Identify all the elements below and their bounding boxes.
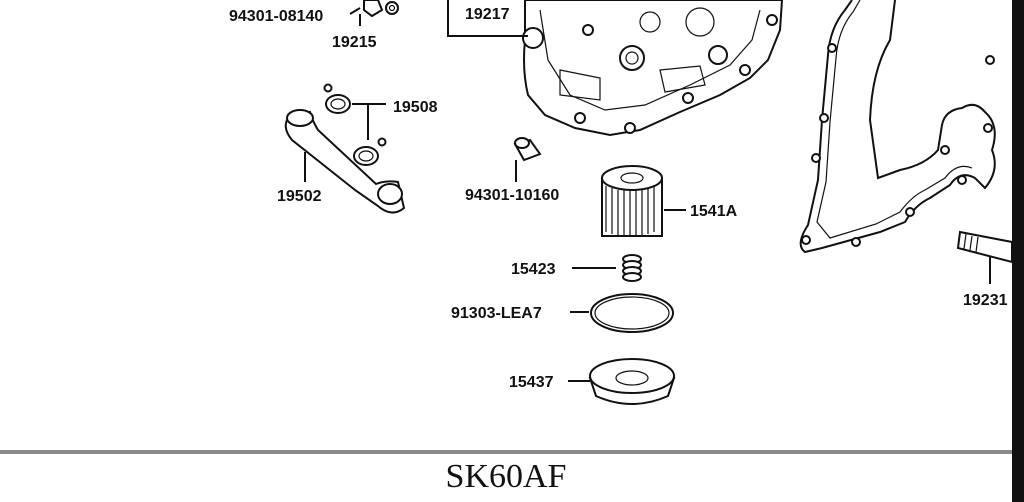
- clamp-19508-drawing: [323, 83, 387, 166]
- hose-19502-drawing: [284, 109, 406, 214]
- label-19502: 19502: [277, 188, 322, 205]
- label-15437: 15437: [509, 374, 554, 391]
- label-91303-LEA7: 91303-LEA7: [451, 305, 542, 322]
- spring-drawing: [572, 254, 642, 282]
- crankcase-cover-drawing: [522, 0, 784, 137]
- label-1541A: 1541A: [690, 203, 738, 220]
- right-edge-bar: [1012, 0, 1024, 502]
- dowel-pin-drawing: [513, 137, 542, 182]
- label-19231: 19231: [963, 292, 1008, 309]
- gasket-drawing: [799, 0, 996, 254]
- label-94301-08140: 94301-08140: [229, 8, 323, 25]
- filter-cap-drawing: [568, 358, 676, 405]
- label-15423: 15423: [511, 261, 556, 278]
- label-19217: 19217: [465, 6, 510, 23]
- oil-filter-drawing: [601, 165, 686, 237]
- fitting-19215-drawing: [349, 0, 399, 26]
- label-19215: 19215: [332, 34, 377, 51]
- part-19231-drawing: [956, 230, 1013, 284]
- o-ring-drawing: [570, 293, 674, 333]
- label-19508: 19508: [393, 99, 438, 116]
- footer-divider: [0, 450, 1012, 454]
- label-94301-10160: 94301-10160: [465, 187, 559, 204]
- model-code: SK60AF: [445, 458, 567, 495]
